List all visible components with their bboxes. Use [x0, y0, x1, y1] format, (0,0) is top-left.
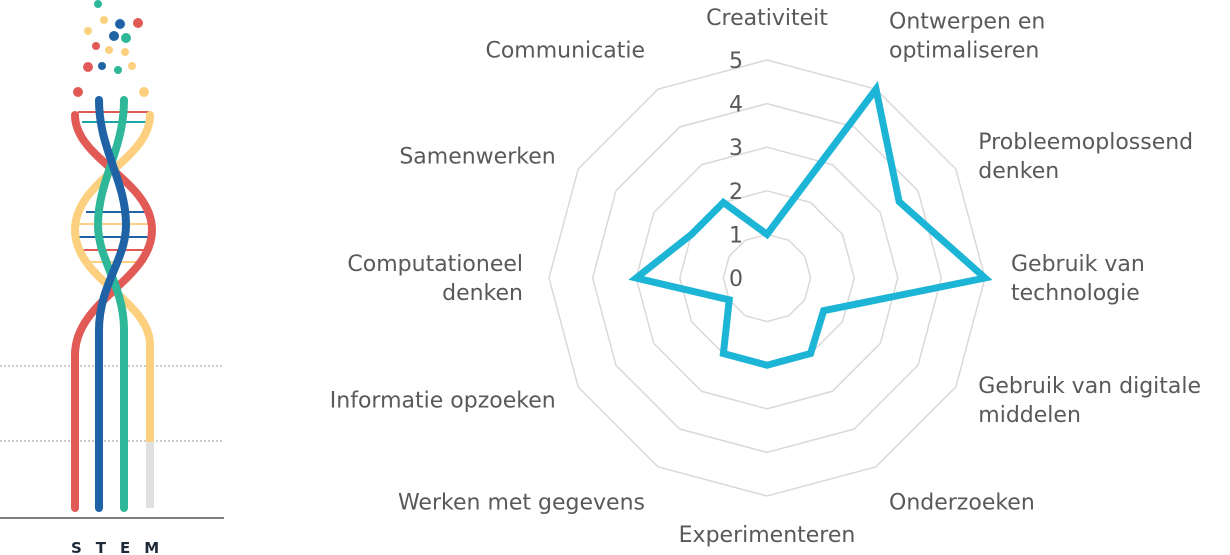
- tick-label: 5: [729, 49, 743, 74]
- grid-ring-5: [548, 59, 986, 497]
- axis-label-line: denken: [442, 281, 523, 306]
- axis-label-line: Gebruik van: [1011, 252, 1145, 277]
- strand-green: [93, 96, 128, 512]
- tick-label: 4: [729, 93, 743, 118]
- axis-label: Ontwerpen en optimaliseren: [889, 10, 1045, 64]
- strand-red: [71, 111, 157, 512]
- axis-label-line: Informatie opzoeken: [330, 389, 556, 414]
- axis-label-line: denken: [978, 159, 1059, 184]
- tick-label: 1: [729, 223, 743, 248]
- grid-ring-3: [635, 146, 899, 410]
- axis-label: Communicatie: [485, 39, 645, 64]
- logo-text: STEM: [71, 539, 173, 555]
- axis-label-line: Probleemoplossend: [978, 130, 1193, 155]
- axis-label: Creativiteit: [706, 6, 828, 31]
- axis-label-line: technologie: [1011, 281, 1140, 306]
- radar-axis-labels: Creativiteit Ontwerpen en optimaliserenPro…: [330, 6, 1201, 548]
- axis-label-line: Samenwerken: [399, 145, 555, 170]
- axis-label-line: Computationeel: [347, 252, 523, 277]
- stem-logo: STEM: [0, 0, 224, 555]
- axis-label-line: Communicatie: [485, 39, 645, 64]
- axis-label-line: middelen: [978, 403, 1081, 428]
- axis-label-line: Creativiteit: [706, 6, 828, 31]
- axis-label-line: Werken met gegevens: [398, 490, 645, 515]
- radar-chart: 0 1 2 3 4 5 Creativiteit Ontwerpen en optimalis…: [330, 6, 1201, 548]
- axis-label: Gebruik van technologie: [1011, 252, 1145, 306]
- grid-ring-4: [591, 102, 943, 454]
- axis-label: Werken met gegevens: [398, 490, 645, 515]
- axis-label-line: Experimenteren: [679, 523, 856, 548]
- axis-label: Onderzoeken: [889, 490, 1035, 515]
- axis-label: Informatie opzoeken: [330, 389, 556, 414]
- axis-label-line: Onderzoeken: [889, 490, 1035, 515]
- tick-label: 2: [729, 180, 743, 205]
- series-line: [628, 80, 993, 369]
- axis-label: Gebruik van digitale middelen: [978, 374, 1201, 428]
- strand-blue: [95, 96, 131, 512]
- radar-series: [628, 80, 993, 369]
- dna-dots: [73, 0, 149, 97]
- dna-helix-icon: [0, 0, 224, 519]
- axis-label-line: optimaliseren: [889, 39, 1039, 64]
- axis-label-line: Gebruik van digitale: [978, 374, 1201, 399]
- axis-label: Experimenteren: [679, 523, 856, 548]
- strand-yellow: [70, 111, 154, 444]
- axis-label: Probleemoplossend denken: [978, 130, 1193, 184]
- tick-label: 3: [729, 136, 743, 161]
- axis-label: Computationeel denken: [347, 252, 523, 306]
- axis-label-line: Ontwerpen en: [889, 10, 1045, 35]
- radar-ticks: 0 1 2 3 4 5: [729, 49, 743, 292]
- radar-grid: [548, 59, 986, 497]
- grid-ring-1: [722, 233, 812, 323]
- tick-label: 0: [729, 267, 743, 292]
- axis-label: Samenwerken: [399, 145, 555, 170]
